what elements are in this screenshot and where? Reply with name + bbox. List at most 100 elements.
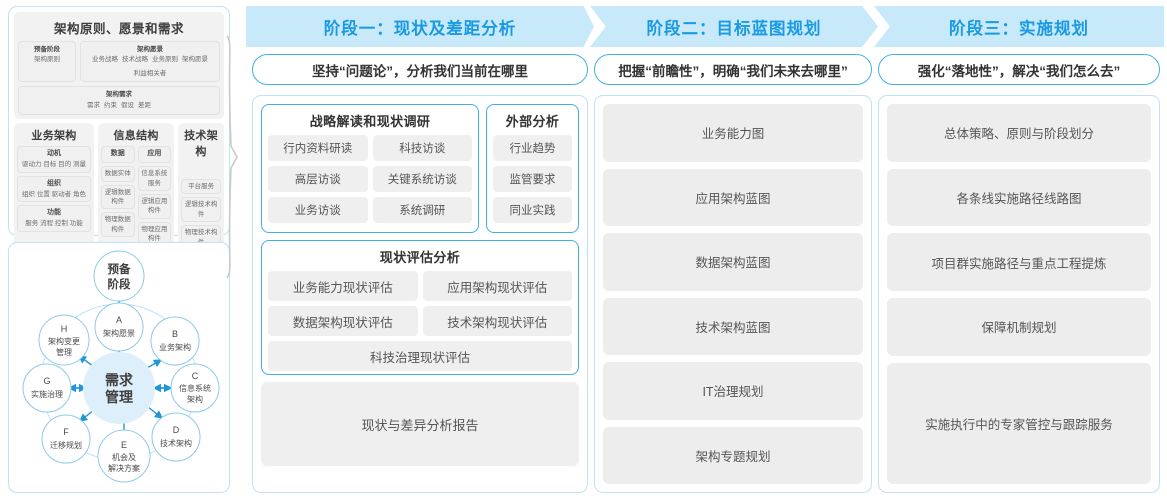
chip-item[interactable]: 业务能力现状评估 [268, 271, 418, 301]
stack-item[interactable]: IT治理规划 [603, 362, 863, 420]
chip-item[interactable]: 高层访谈 [268, 166, 368, 192]
chip-item[interactable]: 同业实践 [493, 197, 572, 223]
chip-item[interactable]: 系统调研 [372, 197, 472, 223]
logical-data-component-label: 逻辑数据构件 [104, 188, 131, 206]
strategy-research-title: 战略解读和现状调研 [309, 114, 431, 129]
adm-prep-node[interactable] [93, 250, 145, 302]
information-system-service-label: 信息系统服务 [141, 170, 168, 187]
architecture-vision-box: 架构愿景 业务战略 技术战略 业务原则 架构愿景 利益相关者 [80, 41, 220, 83]
physical-data-component-box: 物理数据构件 [100, 212, 135, 238]
term: 假设 [121, 101, 134, 109]
function-sub: 服务 流程 控制 功能 [25, 220, 83, 228]
organization-title: 组织 [46, 179, 61, 187]
adm-cycle-diagram: 需求 管理 预备 阶段 A 架构愿景 B 业务架构 C 信息系统 架构 [22, 250, 220, 483]
stage-2-item-stack: 业务能力图 应用架构蓝图 数据架构蓝图 技术架构蓝图 IT治理规划 架构专题规划 [603, 104, 863, 484]
adm-node-a[interactable] [94, 302, 144, 352]
stack-item[interactable]: 数据架构蓝图 [603, 233, 863, 291]
adm-node-d[interactable] [151, 412, 201, 462]
architecture-requirements-box: 架构需求 需求 约束 假设 差距 [18, 86, 220, 116]
adm-node-g[interactable] [22, 363, 72, 413]
chip-item[interactable]: 行内资料研读 [268, 135, 368, 161]
stage-3-header-title: 阶段三：实施规划 [949, 19, 1089, 38]
chip-item[interactable]: 监管要求 [493, 166, 572, 192]
platform-service-label: 平台服务 [188, 183, 215, 191]
stack-item[interactable]: 技术架构蓝图 [603, 297, 863, 355]
chip-item[interactable]: 行业趋势 [493, 135, 572, 161]
stack-item[interactable]: 总体策略、原则与阶段划分 [887, 104, 1151, 162]
logical-technology-component-label: 逻辑技术构件 [184, 201, 218, 218]
chip-item[interactable]: 技术架构现状评估 [422, 306, 572, 336]
adm-cycle-panel: 需求 管理 预备 阶段 A 架构愿景 B 业务架构 C 信息系统 架构 [8, 242, 230, 493]
external-analysis-card: 外部分析 行业趋势 监管要求 同业实践 [486, 104, 579, 233]
adm-node-g-label: 实施治理 [31, 389, 63, 399]
architecture-vision-terms: 业务战略 技术战略 业务原则 架构愿景 利益相关者 [83, 55, 217, 79]
stack-item[interactable]: 应用架构蓝图 [603, 168, 863, 226]
data-header-box: 数据 [100, 146, 135, 164]
adm-prep-label-line1: 预备 [108, 262, 131, 276]
motivation-title: 动机 [46, 150, 61, 158]
stage-3-item-stack: 总体策略、原则与阶段划分 各条线实施路径线路图 项目群实施路径与重点工程提炼 保… [887, 104, 1151, 484]
application-header-box: 应用 [137, 146, 172, 164]
adm-node-h-letter: H [61, 324, 68, 334]
stack-item[interactable]: 架构专题规划 [603, 426, 863, 484]
stage-2-header: 阶段二：目标蓝图规划 [590, 6, 878, 47]
term: 需求 [87, 101, 100, 109]
logical-data-component-box: 逻辑数据构件 [100, 184, 135, 210]
adm-node-c[interactable] [170, 363, 220, 413]
adm-node-e[interactable] [97, 429, 151, 483]
term: 差距 [138, 101, 151, 109]
togaf-reference-column: 架构原则、愿景和需求 预备阶段 架构原则 架构愿景 业务战略 技术战略 业务原则… [8, 6, 230, 493]
adm-node-h[interactable] [38, 314, 90, 366]
term: 利益相关者 [133, 69, 167, 77]
adm-node-b[interactable] [150, 316, 200, 366]
adm-node-g-letter: G [43, 376, 50, 386]
stack-item[interactable]: 项目群实施路径与重点工程提炼 [887, 233, 1151, 292]
gap-analysis-report-box[interactable]: 现状与差异分析报告 [261, 382, 579, 466]
chip-item[interactable]: 科技访谈 [372, 135, 472, 161]
prep-phase-box: 预备阶段 架构原则 [18, 41, 76, 83]
term: 约束 [104, 101, 117, 109]
stage-2-subtitle: 把握“前瞻性”，明确“我们未来去哪里” [594, 54, 872, 85]
adm-prep-label-line2: 阶段 [108, 277, 131, 291]
stage-3-subtitle: 强化“落地性”，解决“我们怎么去” [878, 54, 1160, 85]
current-state-assessment-card: 现状评估分析 业务能力现状评估 应用架构现状评估 数据架构现状评估 技术架构现状… [261, 240, 579, 375]
chip-item[interactable]: 应用架构现状评估 [422, 271, 572, 301]
information-structure-title: 信息结构 [113, 130, 159, 143]
adm-node-d-label: 技术架构 [160, 438, 192, 448]
stack-item[interactable]: 实施执行中的专家管控与跟踪服务 [887, 362, 1151, 484]
data-subcolumn: 数据 数据实体 逻辑数据构件 物理数据构件 [100, 146, 135, 247]
term: 技术战略 [122, 55, 148, 63]
chip-item[interactable]: 数据架构现状评估 [268, 306, 418, 336]
current-state-assessment-chips: 业务能力现状评估 应用架构现状评估 数据架构现状评估 技术架构现状评估 科技治理… [268, 271, 572, 371]
motivation-box: 动机 驱动力 目标 目的 测量 [17, 146, 91, 173]
stage-2-body: 业务能力图 应用架构蓝图 数据架构蓝图 技术架构蓝图 IT治理规划 架构专题规划 [594, 95, 872, 493]
data-title: 数据 [110, 150, 125, 158]
logical-application-component-label: 逻辑应用构件 [141, 198, 168, 215]
stack-item[interactable]: 业务能力图 [603, 104, 863, 162]
stage-1-subtitle-text: 坚持“问题论”，分析我们当前在哪里 [312, 63, 528, 79]
information-structure-column: 信息结构 数据 数据实体 逻辑数据构件 [97, 123, 175, 254]
physical-application-component-label: 物理应用构件 [141, 225, 168, 243]
term: 架构愿景 [182, 55, 208, 63]
term: 业务原则 [152, 55, 178, 63]
stage-1-body: 战略解读和现状调研 行内资料研读 科技访谈 高层访谈 关键系统访谈 业务访谈 系… [252, 95, 588, 493]
chip-item[interactable]: 业务访谈 [268, 197, 368, 223]
chip-item[interactable]: 科技治理现状评估 [268, 341, 572, 371]
adm-node-e-label-line1: 机会及 [112, 452, 136, 462]
togaf-content-framework-panel: 架构原则、愿景和需求 预备阶段 架构原则 架构愿景 业务战略 技术战略 业务原则… [8, 6, 230, 303]
physical-data-component-label: 物理数据构件 [104, 216, 131, 233]
adm-node-f[interactable] [41, 414, 91, 464]
adm-node-h-label-line2: 管理 [56, 347, 72, 357]
prep-phase-title: 预备阶段 [34, 46, 60, 53]
prep-phase-sub: 架构原则 [34, 55, 60, 63]
stack-item[interactable]: 保障机制规划 [887, 298, 1151, 356]
architecture-requirements-terms: 需求 约束 假设 差距 [21, 101, 217, 111]
chip-item[interactable]: 关键系统访谈 [372, 166, 472, 192]
external-analysis-title: 外部分析 [505, 114, 560, 129]
technology-architecture-column: 技术架构 平台服务 逻辑技术构件 物理技术构件 [178, 123, 224, 254]
stack-item[interactable]: 各条线实施路径线路图 [887, 168, 1151, 227]
adm-center-label-line2: 管理 [105, 389, 133, 405]
adm-node-e-label-line2: 解决方案 [108, 463, 140, 473]
logical-application-component-box: 逻辑应用构件 [137, 194, 172, 219]
